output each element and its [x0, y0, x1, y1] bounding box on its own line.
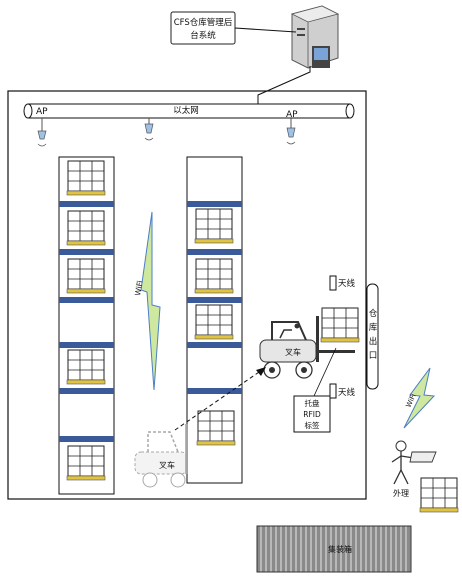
server-cable: [257, 66, 311, 104]
exit-char-1: 仓: [369, 308, 378, 319]
ap-right-label: AP: [286, 110, 298, 120]
antenna-bottom-bar: [329, 383, 337, 399]
movement-arrowhead: [256, 367, 266, 376]
tag-line1: 托盘: [305, 398, 320, 408]
tag-line2: RFID: [303, 410, 321, 419]
ethernet-label: 以太网: [173, 105, 199, 116]
server-label-line2: 台系统: [190, 30, 216, 41]
ap-left-label: AP: [36, 107, 48, 117]
forklift-ghost-icon: [134, 424, 188, 488]
rfid-tag-pointer: [313, 347, 337, 397]
warehouse-outline: [7, 90, 367, 500]
ap-icon-left: [37, 118, 47, 147]
exit-char-2: 库: [369, 322, 378, 333]
server-connector: [234, 27, 297, 33]
forklift-label: 叉车: [285, 347, 301, 357]
ethernet-pipe: [23, 103, 355, 119]
exit-char-3: 出: [369, 336, 378, 347]
person-icon: [391, 440, 415, 485]
pallet-on-forklift: [320, 307, 360, 343]
wifi-right-lightning-icon: [403, 367, 436, 429]
wifi-lightning-icon: [140, 211, 161, 391]
wifi-label: WiFi: [133, 280, 145, 297]
container: [256, 525, 412, 573]
rfid-tag-box: [293, 395, 331, 433]
forklift-icon: [259, 316, 355, 379]
forklift-ghost-label: 叉车: [159, 460, 175, 470]
antenna-top-bar: [329, 275, 337, 291]
exit-char-4: 口: [369, 351, 378, 361]
antenna-bottom-label: 天线: [338, 387, 356, 398]
container-label: 集装箱: [328, 544, 352, 554]
tag-line3: 标签: [305, 420, 320, 430]
ap-icon-right: [286, 118, 296, 145]
ap-icon-middle: [144, 118, 154, 141]
server-label-line1: CFS仓库管理后: [174, 17, 233, 28]
outside-person-label: 外理: [393, 488, 409, 498]
antenna-top-label: 天线: [338, 278, 356, 289]
movement-arrow: [174, 369, 263, 431]
right-rack: [186, 156, 243, 484]
left-rack: [58, 156, 115, 495]
outside-pallet: [419, 477, 459, 513]
server-icon: [290, 5, 340, 69]
handheld-device-icon: [409, 451, 437, 463]
exit-column: [366, 283, 379, 390]
